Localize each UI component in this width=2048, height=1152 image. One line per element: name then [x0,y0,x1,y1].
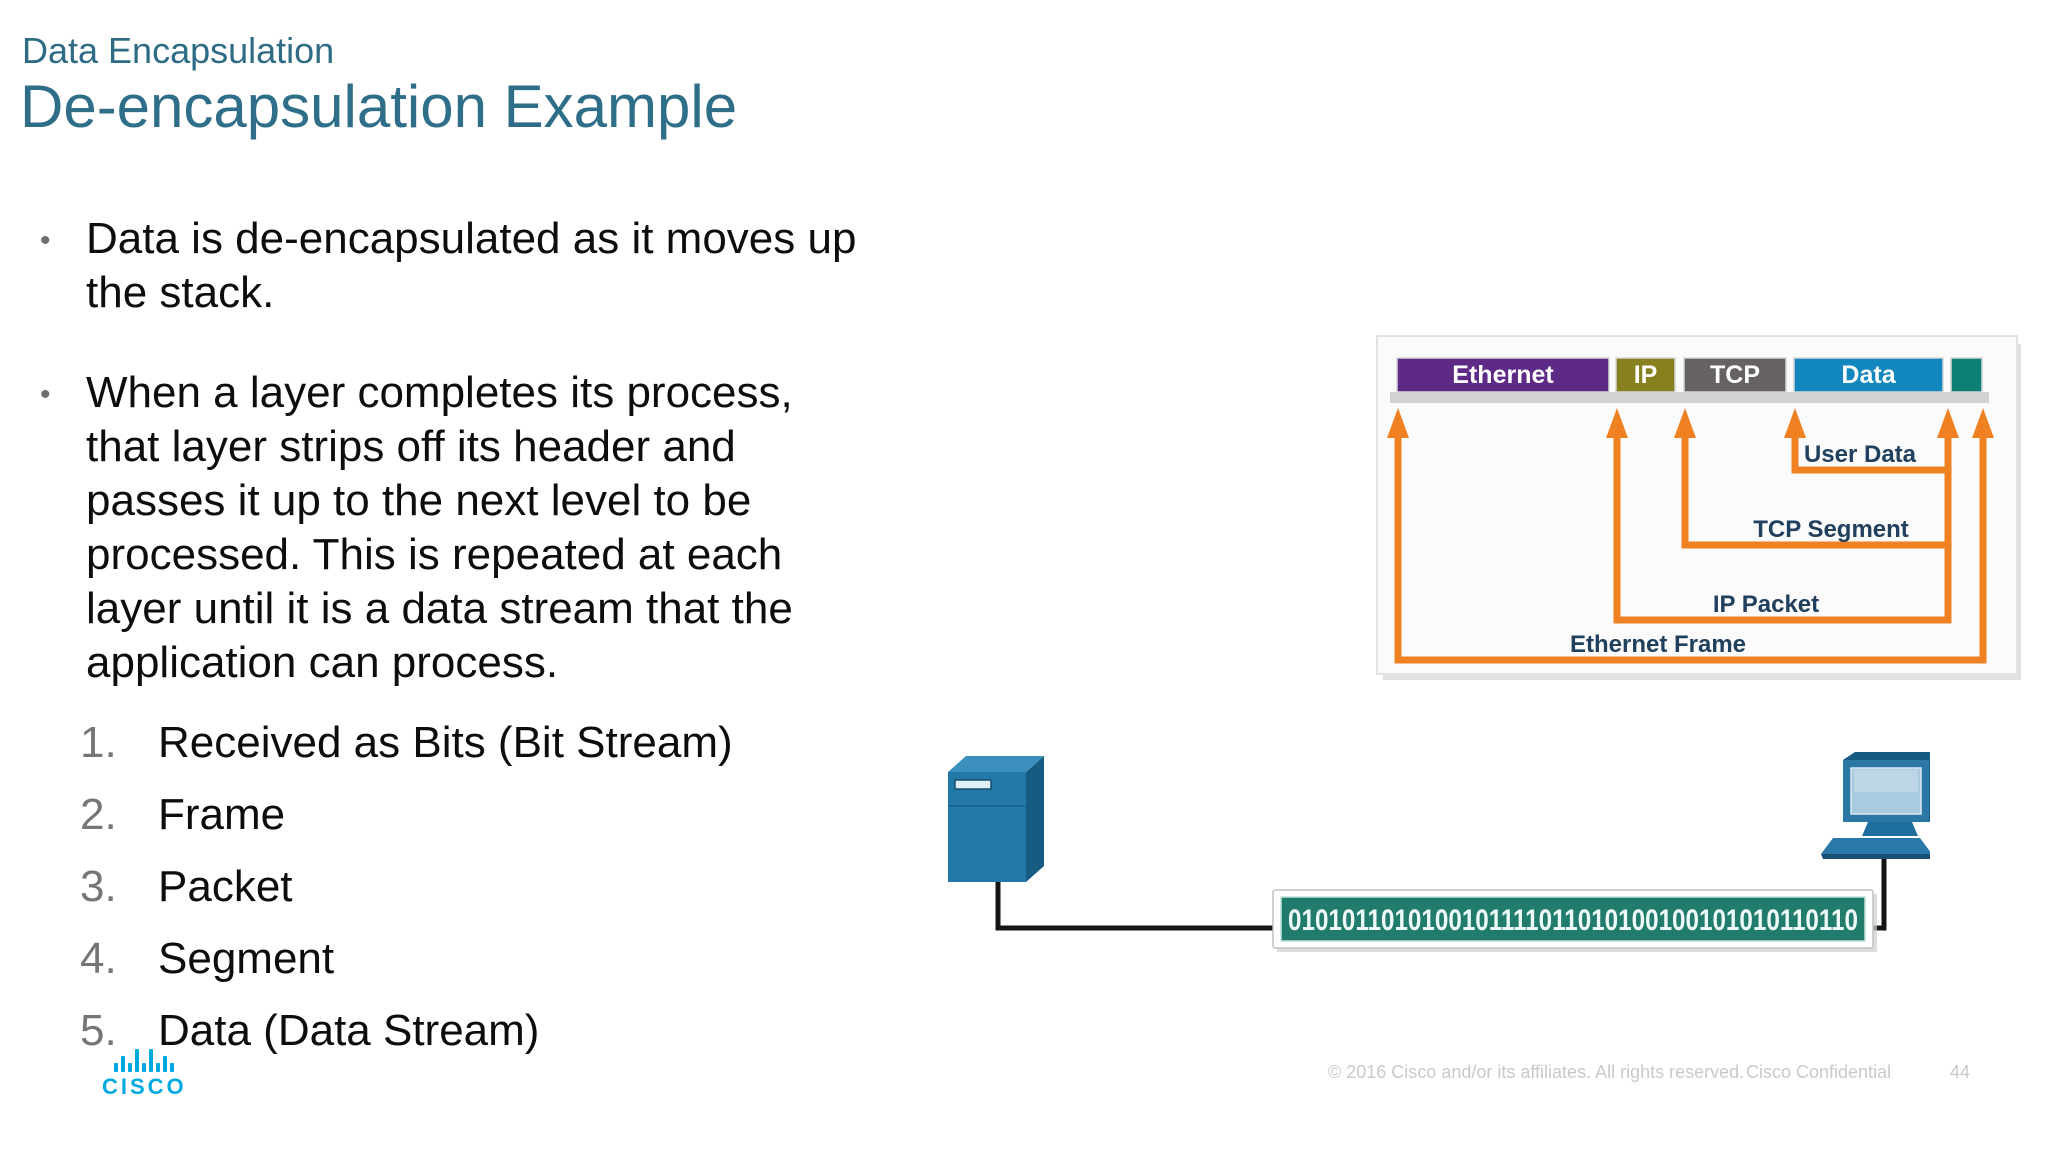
layer-box-tcp [1683,357,1787,393]
bullet-marker: • [40,378,51,411]
list-item: 4. Segment [80,930,733,1002]
bracket-arrows [1387,408,1994,664]
network-diagram: 0101011010100101111011010100100101010110… [948,752,1930,952]
layer-label-ethernet: Ethernet [1452,361,1554,389]
computer-icon [1821,752,1930,859]
bullet-text: Data is de-encapsulated as it moves up t… [86,214,857,317]
user-data-label: User Data [1804,441,1917,468]
bullet-text: When a layer completes its process, that… [86,368,793,687]
de-encapsulation-diagram: Ethernet IP TCP Data User Data TCP Segme… [1376,335,2021,680]
bracket-labels: User Data TCP Segment IP Packet Ethernet… [1570,441,1917,658]
list-text: Segment [158,934,335,983]
layer-label-ip: IP [1634,361,1658,389]
list-item: 3. Packet [80,858,733,930]
tcp-segment-bracket [1681,431,1952,549]
list-number: 1. [80,718,117,767]
numbered-list: 1. Received as Bits (Bit Stream) 2. Fram… [80,714,733,1074]
ip-packet-label: IP Packet [1713,591,1819,618]
user-data-bracket [1791,431,1952,474]
footer-page-number: 44 [1950,1062,1971,1082]
pdu-bar: Ethernet IP TCP Data [1396,357,1983,393]
up-arrow-icon [1784,408,1806,438]
up-arrow-icon [1937,408,1959,438]
list-text: Data (Data Stream) [158,1006,540,1055]
cisco-logo-text: CISCO [102,1074,187,1099]
list-text: Packet [158,862,293,911]
up-arrow-icon [1674,408,1696,438]
cisco-logo: CISCO [102,1048,186,1100]
list-number: 2. [80,790,117,839]
server-drive-slot [954,779,992,790]
ethernet-frame-bracket [1394,431,1987,664]
layer-box-ip [1615,357,1676,393]
bullet-item: • Data is de-encapsulated as it moves up… [40,212,1046,320]
list-text: Frame [158,790,286,839]
list-item: 5. Data (Data Stream) [80,1002,733,1074]
up-arrow-icon [1606,408,1628,438]
server-cable [995,880,1276,931]
monitor-stand [1862,822,1918,836]
ethernet-frame-label: Ethernet Frame [1570,631,1746,658]
list-text: Received as Bits (Bit Stream) [158,718,733,767]
layer-box-trailer [1950,357,1983,393]
list-number: 4. [80,934,117,983]
list-number: 3. [80,862,117,911]
list-item: 2. Frame [80,786,733,858]
bullet-marker: • [40,224,51,257]
layer-label-data: Data [1841,361,1896,389]
page-title: De-encapsulation Example [20,73,738,140]
bullet-item: • When a layer completes its process, th… [40,366,1046,690]
list-item: 1. Received as Bits (Bit Stream) [80,714,733,786]
layer-box-ethernet [1396,357,1610,393]
bit-stream-text: 0101011010100101111011010100100101010110… [1288,904,1858,937]
section-kicker: Data Encapsulation [22,30,335,71]
server-icon [948,756,1044,882]
layer-label-tcp: TCP [1710,361,1760,389]
layer-box-data [1793,357,1944,393]
tcp-segment-label: TCP Segment [1753,516,1909,543]
cisco-logo-bars-icon [102,1048,186,1072]
bar-shadow-strip [1390,392,1989,403]
footer-copyright: © 2016 Cisco and/or its affiliates. All … [1328,1062,1745,1082]
up-arrow-icon [1387,408,1409,438]
bit-stream-box: 0101011010100101111011010100100101010110… [1272,889,1877,952]
list-number: 5. [80,1006,117,1055]
up-arrow-icon [1972,408,1994,438]
footer-confidential: Cisco Confidential [1746,1062,1892,1082]
keyboard [1821,838,1930,854]
